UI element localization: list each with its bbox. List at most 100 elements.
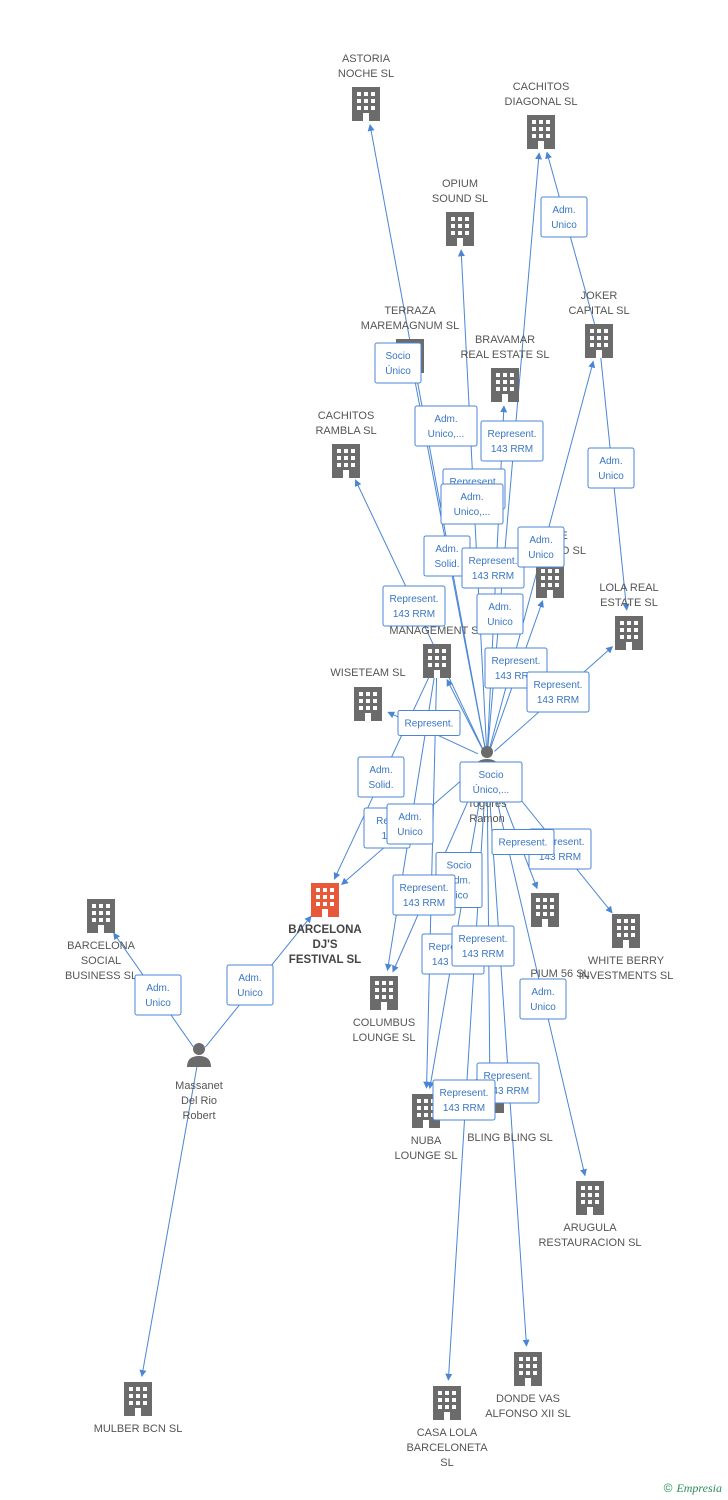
relation-badge[interactable]: Adm.Unico,...: [414, 405, 478, 447]
node-label: BRAVAMAR: [475, 334, 535, 346]
relation-badge[interactable]: Represent.143 RRM: [382, 585, 446, 627]
relation-badge[interactable]: Adm.Solid.: [423, 535, 471, 577]
relation-badge[interactable]: SocioÚnico,...: [459, 761, 523, 803]
node-label: BARCELONETA: [406, 1442, 488, 1454]
relation-badge[interactable]: Represent.: [491, 829, 555, 855]
building-icon: [352, 87, 380, 121]
node-label: COLUMBUS: [353, 1017, 415, 1029]
relation-text: Unico: [237, 988, 263, 999]
relation-badge-box: [392, 874, 456, 916]
node-opium56[interactable]: PIUM 56 SL: [530, 893, 590, 980]
edge-tog-to-bling: [486, 767, 494, 1074]
building-icon: [514, 1352, 542, 1386]
relation-badge[interactable]: Adm.Unico,...: [440, 483, 504, 525]
relation-badge-box: [432, 1079, 496, 1121]
relations-layer: Adm.UnicoSocioÚnicoAdm.Unico,...Represen…: [134, 196, 635, 1121]
relation-badge-box: [540, 196, 588, 238]
node-label: DONDE VAS: [496, 1393, 560, 1405]
relation-badge[interactable]: Adm. Unico: [517, 526, 565, 568]
relation-badge-box: [461, 547, 525, 589]
relation-badge[interactable]: Adm.Solid.: [357, 756, 405, 798]
relation-badge[interactable]: Represent.143 RRM: [392, 874, 456, 916]
building-icon: [87, 899, 115, 933]
node-label: RAMBLA SL: [315, 425, 376, 437]
relation-badge-box: [451, 925, 515, 967]
edge-tog-to-management: [446, 678, 483, 750]
relation-badge[interactable]: Represent.143 RRM: [480, 420, 544, 462]
relation-badge[interactable]: Represent.143 RRM: [451, 925, 515, 967]
highlighted-building-icon: [311, 883, 339, 917]
node-management[interactable]: MANAGEMENT SL: [389, 625, 485, 678]
node-bling[interactable]: BLING BLING SL: [467, 1079, 553, 1144]
relation-text: Represent.: [488, 429, 537, 440]
node-label: NUBA: [411, 1135, 442, 1147]
node-label: WISETEAM SL: [330, 667, 405, 679]
relation-badge[interactable]: Adm.Unico: [519, 978, 567, 1020]
building-icon: [423, 644, 451, 678]
relation-badge-box: [587, 447, 635, 489]
relation-badge[interactable]: Represent.143 RRM: [526, 671, 590, 713]
relation-text: Represent.: [459, 934, 508, 945]
building-icon: [332, 444, 360, 478]
relation-badge-box: [397, 710, 461, 736]
relation-badge[interactable]: Adm.Unico: [476, 593, 524, 635]
node-cachitos_rambla[interactable]: CACHITOS RAMBLA SL: [315, 410, 377, 478]
node-label: MULBER BCN SL: [94, 1423, 183, 1435]
relation-badge[interactable]: Adm.Unico: [540, 196, 588, 238]
relation-badge[interactable]: Represent.143 RRM: [432, 1079, 496, 1121]
building-icon: [433, 1386, 461, 1420]
relation-badge-box: [517, 526, 565, 568]
relation-badge[interactable]: Adm.Unico: [134, 974, 182, 1016]
relation-text: 143 RRM: [472, 571, 514, 582]
relation-badge-box: [386, 803, 434, 845]
node-bravamar[interactable]: BRAVAMAR REAL ESTATE SL: [460, 334, 550, 402]
relation-badge[interactable]: Represent.: [397, 710, 461, 736]
building-icon: [536, 564, 564, 598]
building-icon: [615, 616, 643, 650]
relation-badge[interactable]: Adm.Unico: [587, 447, 635, 489]
building-icon: [585, 324, 613, 358]
node-label: SOCIAL: [81, 955, 121, 967]
node-label: TERRAZA: [384, 305, 436, 317]
relation-text: Unico: [530, 1002, 556, 1013]
node-label: FESTIVAL SL: [289, 954, 361, 966]
relation-text: Unico,...: [454, 507, 491, 518]
relation-badge[interactable]: Adm.Unico: [226, 964, 274, 1006]
relation-badge-box: [134, 974, 182, 1016]
relation-badge[interactable]: Represent.143 RRM: [461, 547, 525, 589]
relation-text: Adm.: [529, 535, 552, 546]
relation-text: Unico: [528, 550, 554, 561]
relation-badge-box: [491, 829, 555, 855]
relation-text: Represent.: [405, 719, 454, 730]
node-label: Massanet: [175, 1080, 223, 1092]
node-cachitos_diagonal[interactable]: CACHITOS DIAGONAL SL: [505, 81, 578, 149]
node-wiseteam[interactable]: WISETEAM SL: [330, 667, 406, 721]
node-label: OPIUM: [442, 178, 478, 190]
relation-text: 143 RRM: [487, 1086, 529, 1097]
node-label: DIAGONAL SL: [505, 96, 578, 108]
node-label: CACHITOS: [318, 410, 375, 422]
node-label: SL: [440, 1457, 453, 1469]
relation-badge[interactable]: Adm.Unico: [386, 803, 434, 845]
node-mulber[interactable]: MULBER BCN SL: [94, 1382, 183, 1435]
relation-text: Represent.: [450, 477, 499, 488]
relation-text: Represent.: [390, 594, 439, 605]
node-label: REAL ESTATE SL: [460, 349, 549, 361]
node-label: CACHITOS: [513, 81, 570, 93]
relation-badge-box: [480, 420, 544, 462]
